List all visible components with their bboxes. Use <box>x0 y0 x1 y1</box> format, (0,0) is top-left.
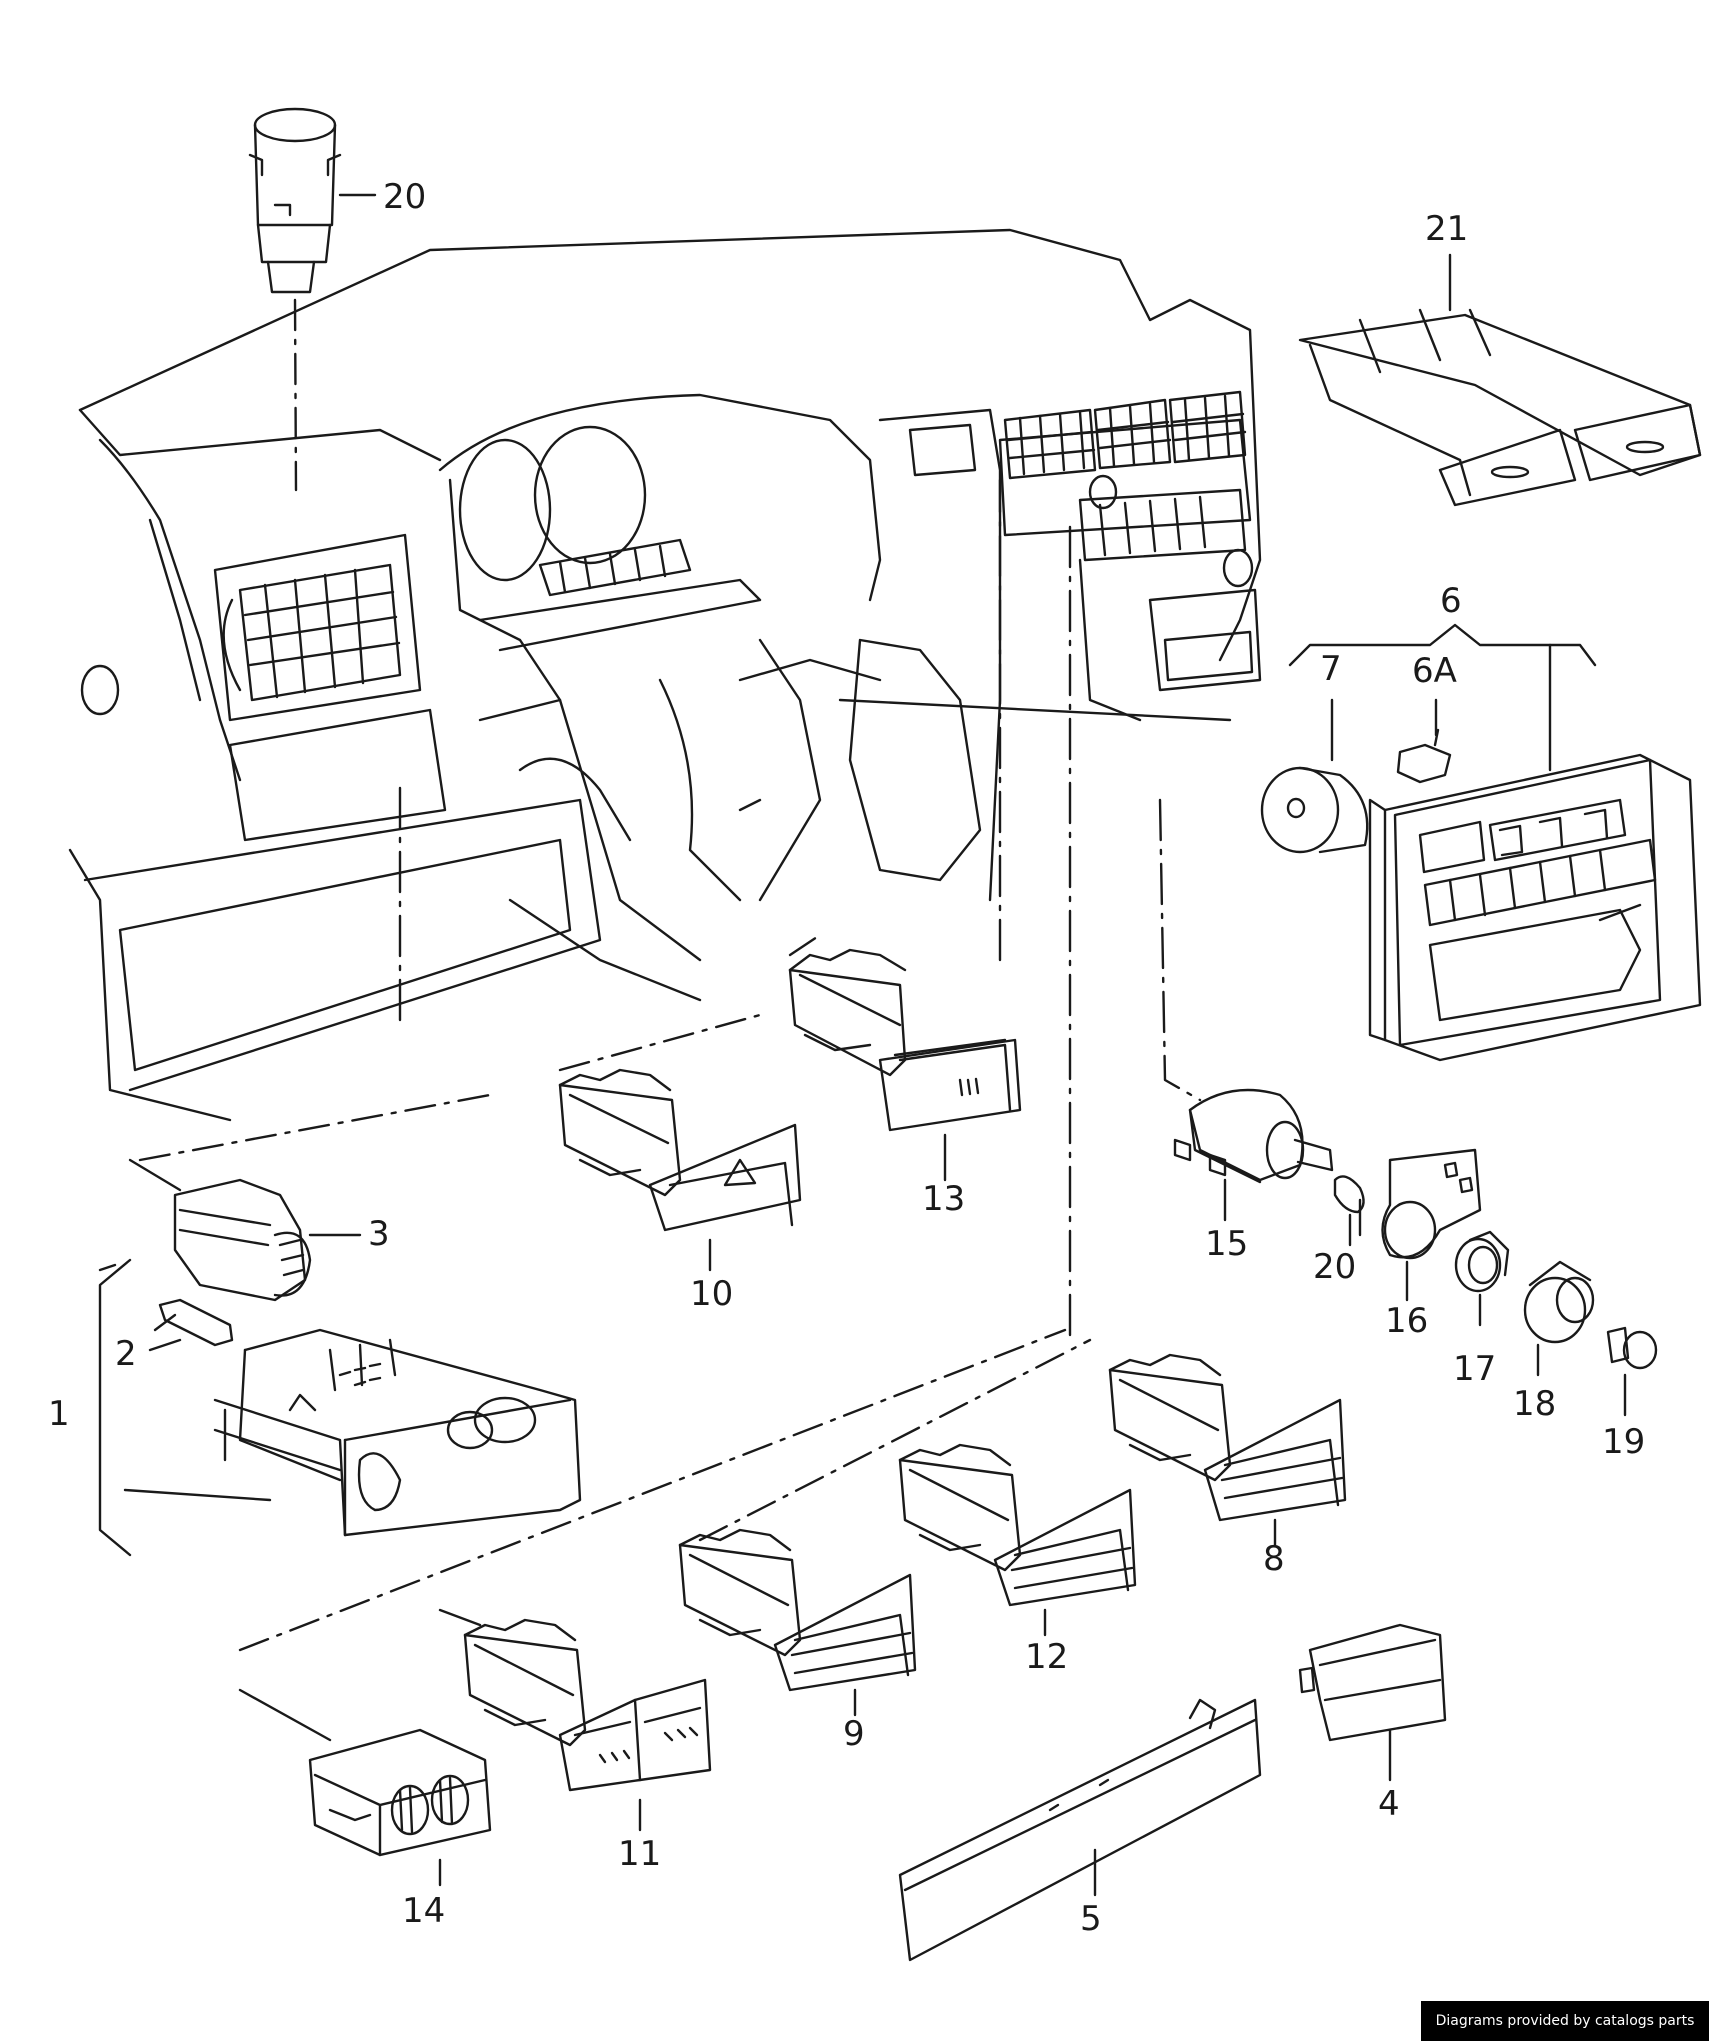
part-6-control-panel <box>1288 623 1702 1062</box>
part-20-bulb <box>1333 1175 1365 1247</box>
part-22-center-vents <box>1298 253 1702 507</box>
callout-22: 21 <box>1425 209 1468 249</box>
part-8-switch <box>1108 1353 1347 1547</box>
callout-11: 11 <box>618 1834 661 1874</box>
callout-3: 3 <box>368 1214 390 1254</box>
part-14-dimmer <box>238 1688 492 1887</box>
callout-20: 20 <box>1313 1247 1356 1287</box>
callout-2: 2 <box>115 1334 137 1374</box>
callout-14: 14 <box>402 1891 445 1931</box>
part-21-socket <box>248 107 342 492</box>
callout-13: 13 <box>922 1179 965 1219</box>
part-5-blank-strip <box>898 1698 1262 1962</box>
callout-8: 8 <box>1263 1539 1285 1579</box>
part-3-connector <box>128 1158 362 1302</box>
part-9-switch <box>678 1528 917 1717</box>
callout-1: 1 <box>48 1394 70 1434</box>
callout-6: 6 <box>1440 581 1462 621</box>
part-13-switch <box>788 948 1022 1182</box>
part-2-bulb <box>148 1298 234 1352</box>
part-1-headlight-switch <box>98 1258 582 1557</box>
part-6a-bulb <box>1396 698 1452 784</box>
credit-banner: Diagrams provided by catalogs parts <box>1421 2001 1709 2041</box>
part-19-knob <box>1606 1326 1658 1417</box>
part-10-hazard-switch <box>558 1068 802 1272</box>
callout-6a: 6A <box>1412 651 1457 691</box>
part-7-rotary-knob <box>1260 698 1369 854</box>
callout-12: 12 <box>1025 1637 1068 1677</box>
callout-16: 16 <box>1385 1301 1428 1341</box>
callout-9: 9 <box>843 1714 865 1754</box>
callout-labels: 20 21 6 7 6A 3 2 1 10 13 15 20 16 17 18 … <box>48 177 1645 1939</box>
part-4-blank-cover <box>1298 1623 1447 1782</box>
part-15-rotary-switch <box>1173 1088 1334 1222</box>
callout-18: 18 <box>1513 1384 1556 1424</box>
callout-21: 20 <box>383 177 426 217</box>
callout-4: 4 <box>1378 1784 1400 1824</box>
part-11-double-switch <box>438 1608 712 1832</box>
callout-17: 17 <box>1453 1349 1496 1389</box>
part-17-bezel <box>1454 1230 1510 1327</box>
part-16-gasket <box>1381 1148 1482 1302</box>
callout-10: 10 <box>690 1274 733 1314</box>
callout-19: 19 <box>1602 1422 1645 1462</box>
part-18-ring <box>1523 1260 1595 1377</box>
dashboard-panel <box>68 228 1262 1122</box>
callout-15: 15 <box>1205 1224 1248 1264</box>
callout-5: 5 <box>1080 1899 1102 1939</box>
part-12-switch <box>898 1443 1137 1637</box>
callout-7: 7 <box>1320 649 1342 689</box>
